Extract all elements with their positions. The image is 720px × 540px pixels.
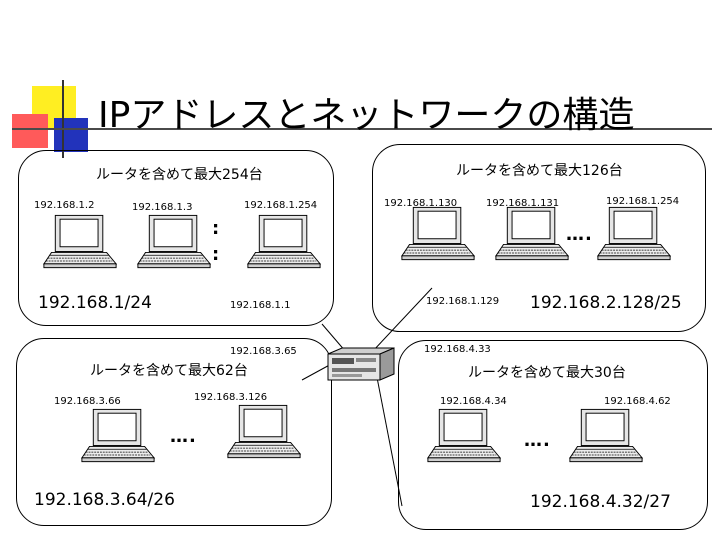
- net3-header: ルータを含めて最大62台: [90, 363, 248, 379]
- net4-header: ルータを含めて最大30台: [468, 365, 626, 381]
- net4-address: 192.168.4.32/27: [530, 492, 671, 512]
- network-box-1: [18, 150, 334, 326]
- net1-address: 192.168.1/24: [38, 293, 152, 313]
- net1-ellipsis-bottom: :: [212, 244, 221, 265]
- net4-ellipsis: ….: [524, 430, 551, 451]
- net3-host-ip: 192.168.3.126: [194, 392, 268, 403]
- network-box-2: [372, 144, 706, 332]
- net1-router-ip: 192.168.1.1: [230, 300, 291, 311]
- page-title: IPアドレスとネットワークの構造: [98, 95, 635, 136]
- laptop-icon: [81, 408, 156, 463]
- deco-blue-square: [54, 118, 88, 152]
- laptop-icon: [401, 206, 476, 261]
- laptop-icon: [43, 214, 118, 269]
- network-box-3: [16, 338, 332, 526]
- router-icon: [327, 347, 395, 381]
- net3-ellipsis: ….: [170, 426, 197, 447]
- laptop-icon: [569, 408, 644, 463]
- net4-router-ip: 192.168.4.33: [424, 344, 491, 355]
- net2-host-ip: 192.168.1.254: [606, 196, 680, 207]
- network-box-4: [398, 340, 708, 530]
- net2-address: 192.168.2.128/25: [530, 293, 682, 313]
- net1-header: ルータを含めて最大254台: [96, 167, 263, 183]
- laptop-icon: [495, 206, 570, 261]
- laptop-icon: [247, 214, 322, 269]
- net2-router-ip: 192.168.1.129: [426, 296, 500, 307]
- deco-vertical-line: [62, 80, 64, 158]
- net4-host-ip: 192.168.4.34: [440, 396, 507, 407]
- net2-ellipsis: ….: [566, 224, 593, 245]
- net1-host-ip: 192.168.1.254: [244, 200, 318, 211]
- net2-host-ip: 192.168.1.130: [384, 198, 458, 209]
- laptop-icon: [597, 206, 672, 261]
- laptop-icon: [427, 408, 502, 463]
- title-rule: [12, 128, 712, 130]
- laptop-icon: [137, 214, 212, 269]
- net1-ellipsis-top: :: [212, 218, 221, 239]
- net3-address: 192.168.3.64/26: [34, 490, 175, 510]
- net1-host-ip: 192.168.1.3: [132, 202, 193, 213]
- net2-header: ルータを含めて最大126台: [456, 163, 623, 179]
- laptop-icon: [227, 404, 302, 459]
- net1-host-ip: 192.168.1.2: [34, 200, 95, 211]
- net3-router-ip: 192.168.3.65: [230, 346, 297, 357]
- net3-host-ip: 192.168.3.66: [54, 396, 121, 407]
- net2-host-ip: 192.168.1.131: [486, 198, 560, 209]
- deco-red-square: [12, 114, 48, 148]
- net4-host-ip: 192.168.4.62: [604, 396, 671, 407]
